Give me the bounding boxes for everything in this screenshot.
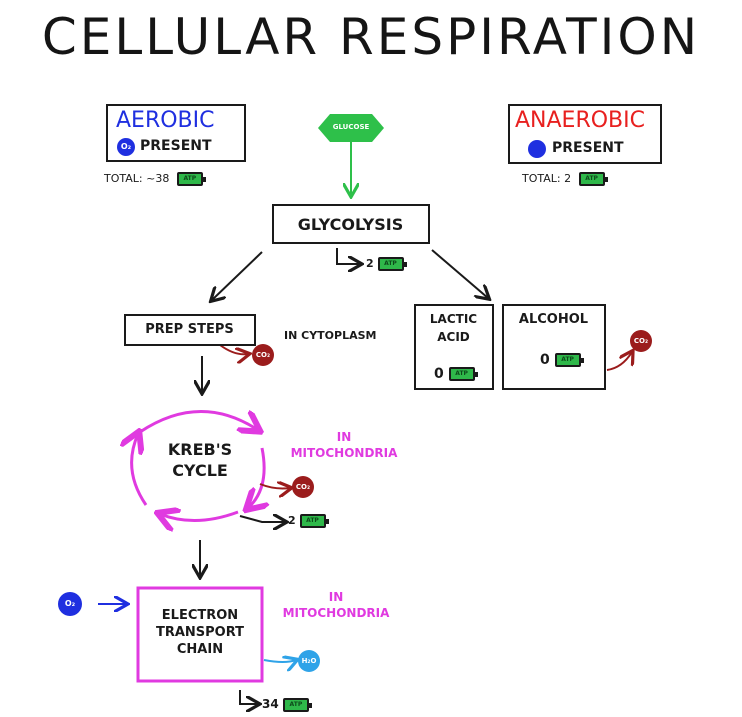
glycolysis-label: GLYCOLYSIS [297, 215, 404, 234]
krebs-atp-hook [239, 516, 285, 522]
aerobic-total-label: TOTAL: ~38 ATP [104, 172, 206, 186]
etc-h2o-arrow [263, 660, 296, 662]
atp-battery-icon: ATP [377, 257, 407, 271]
atp-battery-icon: ATP [578, 172, 608, 186]
alcohol-atp-yield: 0 ATP [540, 352, 584, 368]
atp-battery-icon: ATP [282, 697, 312, 712]
anaerobic-label: ANAEROBIC [515, 108, 646, 133]
krebs-co2-arrow [259, 484, 290, 489]
aerobic-label: AEROBIC [116, 108, 215, 133]
etc-location-label-1: IN [328, 590, 344, 604]
co2-molecule-icon: CO₂ [252, 344, 274, 366]
krebs-cycle-arc-left [132, 434, 148, 506]
aerobic-o2-icon: O₂ [117, 138, 135, 156]
aerobic-present-label: PRESENT [140, 138, 212, 154]
glycolysis-to-anaerobic-arrow [431, 249, 488, 298]
krebs-atp-yield: 2 ATP [288, 514, 329, 528]
anaerobic-present-label: PRESENT [552, 140, 624, 156]
krebs-cycle-arc-top [139, 410, 258, 432]
glycolysis-box: GLYCOLYSIS [272, 204, 430, 244]
krebs-cycle-label-2: CYCLE [172, 461, 228, 480]
krebs-location-label-2: MITOCHONDRIA [290, 446, 398, 460]
etc-atp-hook [239, 690, 258, 704]
prep-steps-box: PREP STEPS [124, 314, 256, 346]
atp-battery-icon: ATP [299, 514, 329, 528]
krebs-cycle-arc-bottom [160, 512, 239, 521]
krebs-atp-count: 2 [288, 514, 296, 527]
prep-co2-arrow [219, 344, 248, 354]
glucose-label: GLUCOSE [332, 123, 370, 131]
atp-battery-icon: ATP [448, 367, 478, 381]
alcohol-co2-arrow [606, 352, 632, 371]
anaerobic-total-label: TOTAL: 2 ATP [522, 172, 608, 186]
prep-steps-label: PREP STEPS [145, 322, 234, 337]
glycolysis-atp-yield: 2 ATP [366, 257, 407, 271]
co2-molecule-icon: CO₂ [292, 476, 314, 498]
alcohol-box: ALCOHOL 0 ATP [502, 304, 606, 390]
lactic-acid-label-2: ACID [437, 330, 470, 344]
glycolysis-to-prep-arrow [212, 251, 263, 300]
aerobic-total-text: TOTAL: ~38 [104, 172, 170, 185]
lactic-acid-label-1: LACTIC [429, 312, 478, 326]
page-title: CELLULAR RESPIRATION [41, 8, 701, 66]
glycolysis-atp-hook [336, 248, 360, 264]
krebs-cycle-label-1: KREB'S [167, 440, 233, 459]
atp-battery-icon: ATP [176, 172, 206, 186]
h2o-molecule-icon: H₂O [298, 650, 320, 672]
atp-battery-icon: ATP [554, 353, 584, 367]
glucose-hexagon [318, 114, 384, 142]
in-cytoplasm-label: IN CYTOPLASM [284, 329, 377, 342]
etc-location-label-2: MITOCHONDRIA [282, 606, 390, 620]
etc-atp-count: 34 [262, 697, 279, 711]
etc-label-3: CHAIN [176, 642, 224, 657]
co2-molecule-icon: CO₂ [630, 330, 652, 352]
lactic-acid-atp-count: 0 [434, 366, 444, 382]
glycolysis-atp-count: 2 [366, 257, 374, 270]
krebs-cycle-arc-right [248, 447, 264, 508]
anaerobic-box: ANAEROBIC PRESENT [508, 104, 662, 164]
aerobic-box: AEROBIC O₂ PRESENT [106, 104, 246, 162]
lactic-acid-atp-yield: 0 ATP [434, 366, 478, 382]
alcohol-atp-count: 0 [540, 352, 550, 368]
etc-label-2: TRANSPORT [155, 625, 245, 640]
o2-molecule-icon: O₂ [58, 592, 82, 616]
etc-box [136, 586, 264, 683]
lactic-acid-box: LACTIC ACID 0 ATP [414, 304, 494, 390]
alcohol-label: ALCOHOL [518, 312, 589, 327]
anaerobic-o2-crossed-icon [528, 140, 546, 158]
anaerobic-total-text: TOTAL: 2 [522, 172, 572, 185]
etc-atp-yield: 34 ATP [262, 697, 312, 712]
krebs-location-label-1: IN [336, 430, 352, 444]
etc-label-1: ELECTRON [161, 608, 239, 623]
